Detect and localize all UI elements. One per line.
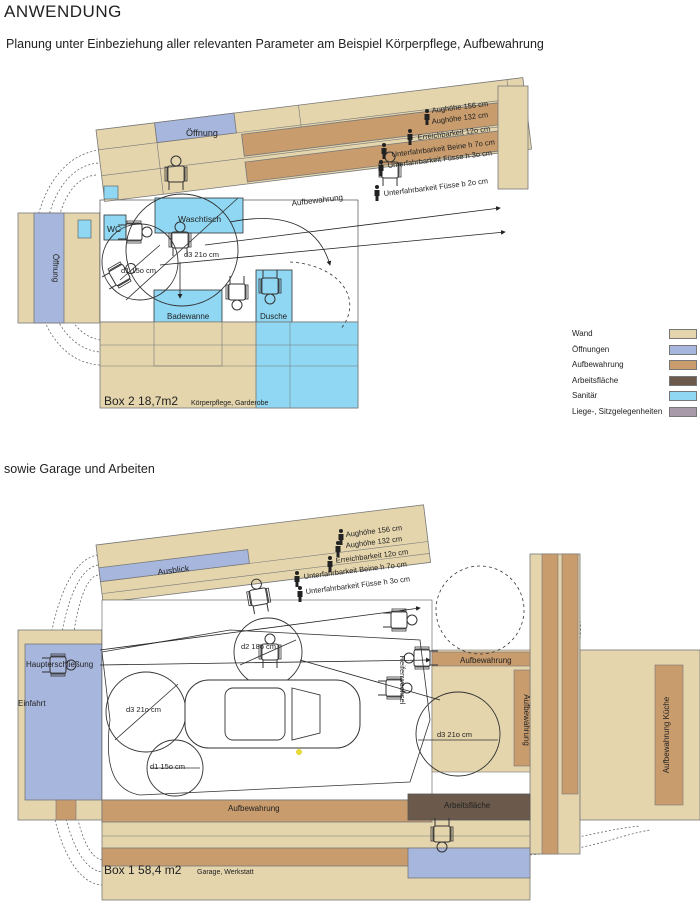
box1-d2-label: d2 18o cm <box>241 642 276 651</box>
legend-label: Liege-, Sitzgelegenheiten <box>572 406 663 416</box>
box1-aufbewahrung-right-label: Aufbewahrung <box>460 656 512 665</box>
box1-plan: Ausblick Haupterschließung Einfahrt Aufb… <box>17 504 700 901</box>
box1-title: Box 1 58,4 m2 <box>104 863 182 877</box>
box1-einfahrt-label: Einfahrt <box>18 699 46 708</box>
box2-badewanne-label: Badewanne <box>167 312 210 321</box>
box1-aufbewahrung-vertical-label: Aufbewahrung <box>522 694 531 746</box>
box2-oeffnung-left-label: Öffnung <box>51 254 60 282</box>
legend-swatch <box>669 375 697 386</box>
legend-label: Aufbewahrung <box>572 360 624 369</box>
legend-label: Arbeitsfläche <box>572 375 619 385</box>
box1-d3b-label: d3 21o cm <box>437 730 472 739</box>
box2-subtitle: Körperpflege, Garderobe <box>191 400 269 407</box>
box1-d3a-label: d3 21o cm <box>126 705 161 714</box>
box2-waschtisch-label: Waschtisch <box>178 214 221 224</box>
legend-swatch <box>669 329 697 339</box>
section-heading-garage: sowie Garage und Arbeiten <box>4 462 155 476</box>
legend-item-liege: Liege-, Sitzgelegenheiten <box>572 406 700 422</box>
box1-reifenwechsel-label: Reifenwechsel <box>398 656 407 705</box>
legend-swatch <box>669 344 697 355</box>
legend-item-sanitaer: Sanitär <box>572 390 700 406</box>
box1-aufbewahrung-bottom-label: Aufbewahrung <box>228 804 280 813</box>
car-icon <box>184 679 361 755</box>
box2-height-6: Unterfahrbarkeit Füsse b 2o cm <box>383 176 488 198</box>
box1-d1-label: d1 15o cm <box>150 762 185 771</box>
box2-d3-label: d3 21o cm <box>184 250 219 259</box>
box1-arbeitsflaeche-label: Arbeitsfläche <box>444 801 491 810</box>
legend-item-oeffnungen: Öffnungen <box>572 344 700 360</box>
box2-wc-label: WC <box>107 224 121 234</box>
box2-dusche-label: Dusche <box>260 312 288 321</box>
legend-item-arbeitsflaeche: Arbeitsfläche <box>572 375 700 391</box>
legend-label: Öffnungen <box>572 344 610 354</box>
box1-subtitle: Garage, Werkstatt <box>197 869 254 876</box>
legend-item-aufbewahrung: Aufbewahrung <box>572 359 700 375</box>
legend-swatch <box>669 406 697 417</box>
box2-plan: Öffnung Öffnung Waschtisch WC Badewanne … <box>17 77 533 409</box>
page-subtitle: Planung unter Einbeziehung aller relevan… <box>6 37 544 51</box>
legend-label: Sanitär <box>572 391 598 400</box>
legend-label: Wand <box>572 329 593 338</box>
box2-oeffnung-top-label: Öffnung <box>186 128 218 138</box>
box2-title: Box 2 18,7m2 <box>104 394 178 408</box>
box2-d1-label: d1 15o cm <box>121 266 156 275</box>
box1-haupterschliessung-label: Haupterschließung <box>26 660 93 669</box>
box1-aufbewahrung-kueche-label: Aufbewahrung Küche <box>662 696 671 773</box>
legend-swatch <box>669 391 697 401</box>
legend: Wand Öffnungen Aufbewahrung Arbeitsfläch… <box>572 328 700 421</box>
page-title: ANWENDUNG <box>4 2 122 21</box>
legend-item-wand: Wand <box>572 328 700 344</box>
box1-ausblick-label: Ausblick <box>157 563 190 577</box>
legend-swatch <box>669 360 697 370</box>
